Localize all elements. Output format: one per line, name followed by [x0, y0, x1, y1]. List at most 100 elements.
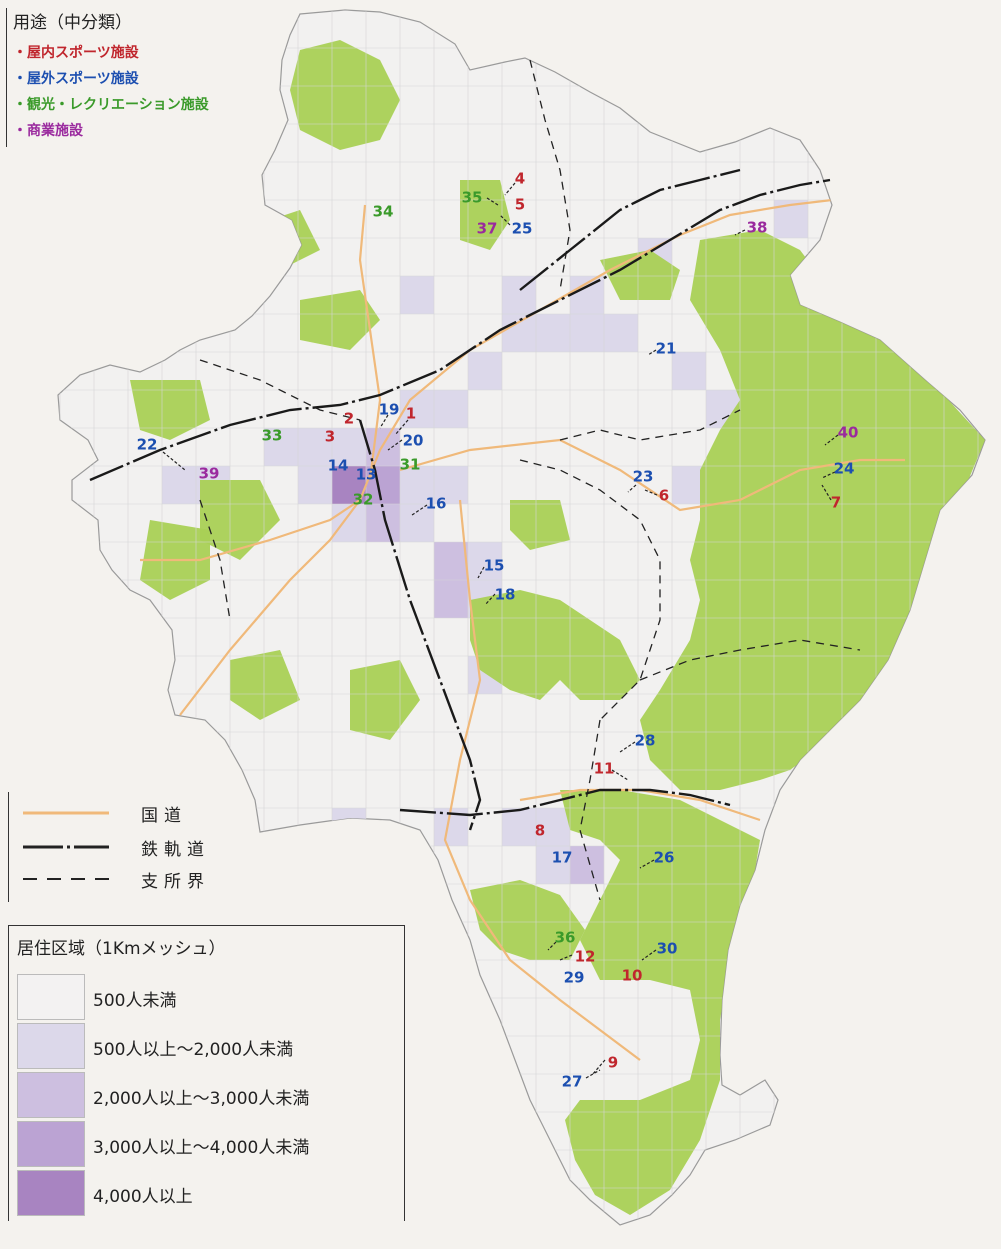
mesh-label-4: 3,000人以上～4,000人未満 — [93, 1138, 310, 1158]
facility-label-13: 13 — [356, 466, 377, 484]
facility-label-19: 19 — [379, 401, 400, 419]
forest-area — [130, 380, 210, 440]
branch-boundary — [529, 59, 571, 291]
national-road-label: 国道 — [141, 805, 187, 826]
facility-label-5: 5 — [515, 196, 525, 214]
facility-label-27: 27 — [562, 1073, 583, 1091]
facility-label-4: 4 — [515, 170, 525, 188]
mesh-label-2: 500人以上～2,000人未満 — [93, 1040, 294, 1060]
facility-label-21: 21 — [656, 340, 677, 358]
branch-boundary-label: 支所界 — [141, 871, 210, 892]
mesh-label-5: 4,000人以上 — [93, 1187, 193, 1207]
facility-leader-40 — [824, 434, 839, 446]
facility-leader-9 — [591, 1059, 606, 1076]
forest-area — [460, 180, 510, 250]
facility-label-22: 22 — [137, 436, 158, 454]
facility-leader-7 — [821, 484, 832, 501]
facility-label-32: 32 — [353, 491, 374, 509]
facility-label-7: 7 — [831, 494, 841, 512]
facility-leader-24 — [821, 471, 836, 479]
facility-label-24: 24 — [834, 460, 855, 478]
mesh-cell — [502, 314, 536, 352]
forest-area — [200, 480, 280, 560]
facility-leader-30 — [641, 949, 657, 961]
mesh-cell — [536, 808, 570, 846]
facility-label-16: 16 — [426, 495, 447, 513]
facility-label-6: 6 — [659, 487, 669, 505]
national-road — [179, 198, 833, 716]
facility-leader-15 — [477, 566, 485, 579]
mesh-cell — [434, 466, 468, 504]
mesh-cell — [264, 428, 298, 466]
facility-leader-16 — [411, 504, 428, 516]
forest-area — [300, 290, 380, 350]
facility-leader-26 — [639, 859, 655, 869]
facility-leader-25 — [499, 214, 511, 226]
legend-railway: 鉄軌道 — [23, 832, 210, 862]
mesh-cell — [604, 314, 638, 352]
forest-area — [600, 250, 680, 300]
facility-label-35: 35 — [462, 189, 483, 207]
mesh-cell — [332, 428, 366, 466]
mesh-label-3: 2,000人以上～3,000人未満 — [93, 1089, 310, 1109]
mesh-swatch-2 — [17, 1023, 85, 1069]
mesh-cell — [332, 808, 366, 846]
facility-leaders — [162, 182, 839, 1079]
facility-leader-36 — [547, 941, 557, 951]
facility-label-23: 23 — [633, 468, 654, 486]
facility-leader-11 — [611, 769, 629, 781]
facility-label-9: 9 — [608, 1054, 618, 1072]
railway-swatch — [23, 845, 109, 849]
forest-area — [230, 650, 300, 720]
mesh-label-1: 500人未満 — [93, 991, 177, 1011]
legend-national-road: 国道 — [23, 798, 187, 828]
facility-label-11: 11 — [594, 760, 615, 778]
facility-label-15: 15 — [484, 557, 505, 575]
forest-area — [470, 590, 640, 700]
facility-label-18: 18 — [495, 586, 516, 604]
railway — [89, 178, 831, 482]
mesh-swatch-5 — [17, 1170, 85, 1216]
facility-label-28: 28 — [635, 732, 656, 750]
national-road — [399, 438, 905, 512]
national-road — [443, 499, 641, 1061]
line-legend: 国道 鉄軌道 支所界 — [8, 792, 269, 902]
facility-label-8: 8 — [535, 822, 545, 840]
facility-label-10: 10 — [622, 967, 643, 985]
facility-leader-28 — [619, 741, 636, 753]
facility-leader-6 — [644, 489, 658, 496]
national-roads — [140, 198, 905, 1061]
facility-leader-18 — [484, 593, 496, 606]
facility-leader-27 — [585, 1069, 601, 1079]
legend-branch-boundary: 支所界 — [23, 864, 210, 894]
facility-label-14: 14 — [328, 457, 349, 475]
facility-label-36: 36 — [555, 929, 576, 947]
facility-label-33: 33 — [262, 427, 283, 445]
mesh-cell — [366, 504, 400, 542]
branch-boundary — [559, 409, 741, 441]
national-road-swatch — [23, 811, 109, 815]
forest-area — [640, 230, 985, 790]
national-road — [140, 499, 361, 562]
facility-leader-38 — [734, 229, 746, 236]
branch-boundary — [199, 359, 361, 421]
mesh-cell — [502, 808, 536, 846]
facility-label-1: 1 — [406, 405, 416, 423]
mesh-cell — [536, 314, 570, 352]
facility-label-3: 3 — [325, 428, 335, 446]
forest-area — [510, 500, 570, 550]
mesh-swatch-4 — [17, 1121, 85, 1167]
facility-label-17: 17 — [552, 849, 573, 867]
facility-leader-21 — [647, 349, 657, 356]
forest-area — [350, 660, 420, 740]
mesh-swatch-1 — [17, 974, 85, 1020]
branch-boundary — [579, 719, 601, 901]
facility-label-30: 30 — [657, 940, 678, 958]
facility-label-37: 37 — [477, 220, 498, 238]
facility-label-40: 40 — [838, 424, 859, 442]
legend-recreation: ・観光・レクリエーション施設 — [13, 97, 209, 113]
branch-boundaries — [199, 59, 861, 901]
facility-leader-35 — [486, 197, 499, 206]
